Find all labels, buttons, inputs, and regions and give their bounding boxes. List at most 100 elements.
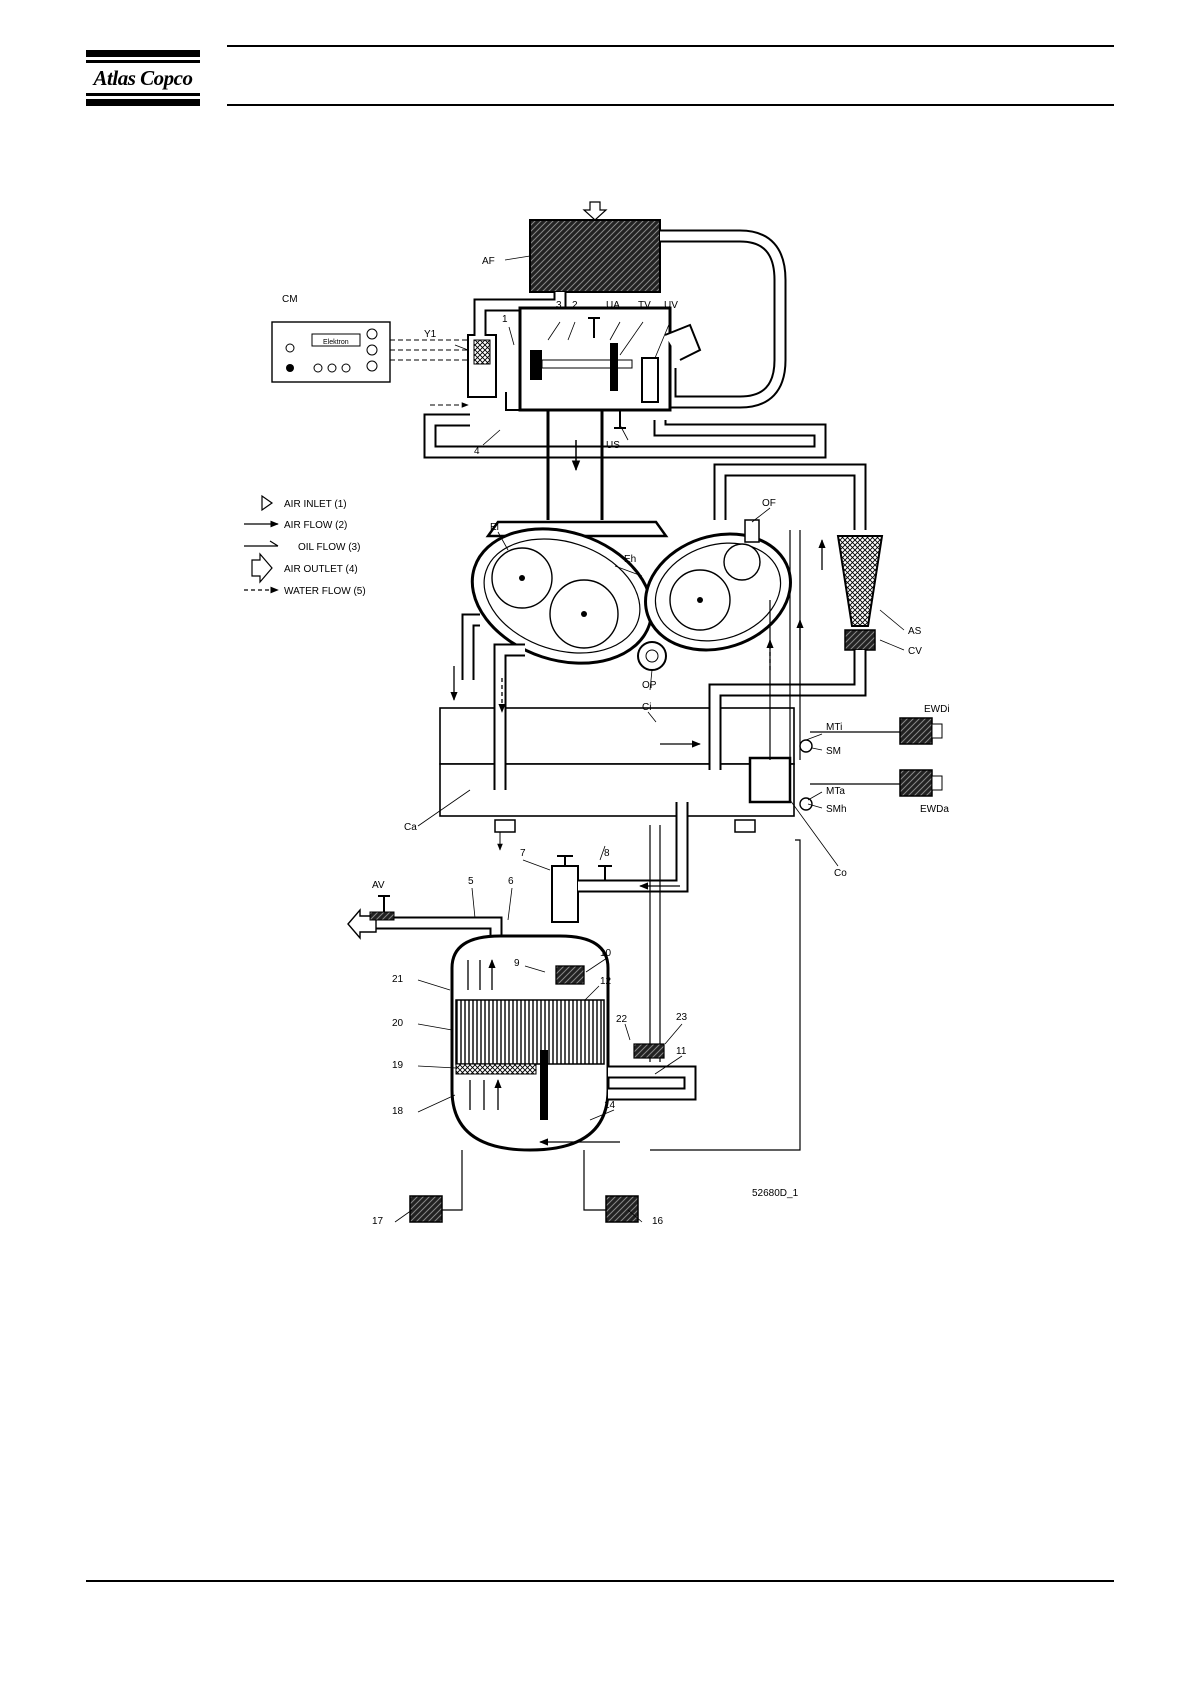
legend-item-oil-flow: OIL FLOW (3): [298, 542, 360, 553]
flow-legend: AIR INLET (1) AIR FLOW (2) OIL FLOW (3) …: [244, 496, 366, 597]
label-Eh: Eh: [624, 554, 636, 565]
controller-elektron: CM Elektron: [272, 294, 470, 382]
condensate-trap-co: [750, 758, 790, 802]
label-8: 8: [604, 848, 610, 859]
legend-open-arrow-icon: [262, 496, 272, 510]
label-19: 19: [392, 1060, 404, 1071]
inlet-valve-assembly: [430, 292, 820, 452]
legend-item-air-outlet: AIR OUTLET (4): [284, 564, 358, 575]
label-CM: CM: [282, 294, 298, 305]
label-OP: OP: [642, 680, 657, 691]
legend-item-air-flow: AIR FLOW (2): [284, 520, 347, 531]
footer-rule: [86, 1580, 1114, 1582]
label-9: 9: [514, 958, 520, 969]
label-US: US: [606, 440, 620, 451]
drive-shaft: [540, 1050, 548, 1120]
unloader-piston: [530, 350, 542, 380]
label-EWDi: EWDi: [924, 704, 950, 715]
controller-signal-lines: [390, 340, 470, 360]
label-Co: Co: [834, 868, 847, 879]
label-El: El: [490, 522, 499, 533]
label-MTa: MTa: [826, 786, 845, 797]
figure-id: 52680D_1: [752, 1188, 799, 1199]
label-UA: UA: [606, 300, 620, 311]
label-3: 3: [556, 300, 562, 311]
drain-lines: [810, 732, 900, 784]
intake-duct: [548, 410, 602, 520]
legend-half-arrow-icon: [244, 541, 278, 546]
intake-duct-walls: [548, 410, 602, 520]
controller-button-icon: [367, 329, 377, 339]
controller-led-icon: [286, 344, 294, 352]
dryer-vessel: [348, 802, 800, 1222]
sensor-smh-icon: [800, 798, 812, 810]
air-filter-element: [530, 220, 660, 292]
label-2: 2: [572, 300, 578, 311]
label-12: 12: [600, 976, 612, 987]
legend-open-arrow-large-icon: [252, 554, 272, 582]
label-SMh: SMh: [826, 804, 847, 815]
label-AV: AV: [372, 880, 385, 891]
label-MTi: MTi: [826, 722, 842, 733]
unloader-rod: [542, 360, 632, 368]
water-loop-pipe: [430, 420, 820, 452]
dryer-supply-lines: [650, 825, 660, 1062]
label-OF: OF: [762, 498, 776, 509]
label-7: 7: [520, 848, 526, 859]
check-valve-cv: [845, 630, 875, 650]
unloading-valve-uv: [642, 358, 658, 402]
aftercooler-ca: [440, 764, 794, 816]
label-Ca: Ca: [404, 822, 417, 833]
legend-item-water-flow: WATER FLOW (5): [284, 586, 366, 597]
label-11: 11: [676, 1046, 687, 1057]
label-17: 17: [372, 1216, 384, 1227]
air-inlet-arrow: [584, 202, 606, 220]
filter-bypass-duct: [660, 236, 780, 402]
label-20: 20: [392, 1018, 404, 1029]
label-CV: CV: [908, 646, 922, 657]
controller-button-icon: [328, 364, 336, 372]
motor-coupling: [556, 966, 584, 984]
label-10: 10: [600, 948, 612, 959]
label-4: 4: [474, 446, 480, 457]
label-TV: TV: [638, 300, 651, 311]
electronic-drain-ewda: [900, 770, 932, 796]
label-SM: SM: [826, 746, 841, 757]
drain-unit-17: [410, 1196, 442, 1222]
controller-button-icon: [286, 364, 294, 372]
label-AF: AF: [482, 256, 495, 267]
drain-connector: [735, 820, 755, 832]
oil-return-pipe: [720, 470, 860, 530]
drain-legs: [440, 1150, 606, 1210]
legend-item-air-inlet: AIR INLET (1): [284, 499, 347, 510]
label-AS: AS: [908, 626, 922, 637]
electronic-drain-ewdi: [900, 718, 932, 744]
intercooler-ci: [440, 708, 794, 764]
label-UV: UV: [664, 300, 678, 311]
label-23: 23: [676, 1012, 688, 1023]
valve-connection: [506, 392, 520, 410]
rotor-eh-small: [724, 544, 760, 580]
filter-mat: [456, 1064, 536, 1074]
controller-button-icon: [342, 364, 350, 372]
label-1: 1: [502, 314, 508, 325]
drain-unit-16: [606, 1196, 638, 1222]
controller-button-icon: [367, 345, 377, 355]
solenoid-coil: [474, 340, 490, 364]
label-16: 16: [652, 1216, 664, 1227]
air-separator-as: [838, 536, 882, 626]
label-6: 6: [508, 876, 514, 887]
label-18: 18: [392, 1106, 404, 1117]
regeneration-valve: [552, 866, 578, 922]
outlet-valve-av: [378, 896, 390, 912]
label-Ci: Ci: [642, 702, 651, 713]
controller-button-icon: [367, 361, 377, 371]
label-EWDa: EWDa: [920, 804, 949, 815]
cooler-block: [440, 620, 812, 850]
label-14: 14: [604, 1100, 616, 1111]
drain-connector: [495, 820, 515, 832]
oil-filter-of: [745, 520, 759, 542]
label-Y1: Y1: [424, 329, 437, 340]
